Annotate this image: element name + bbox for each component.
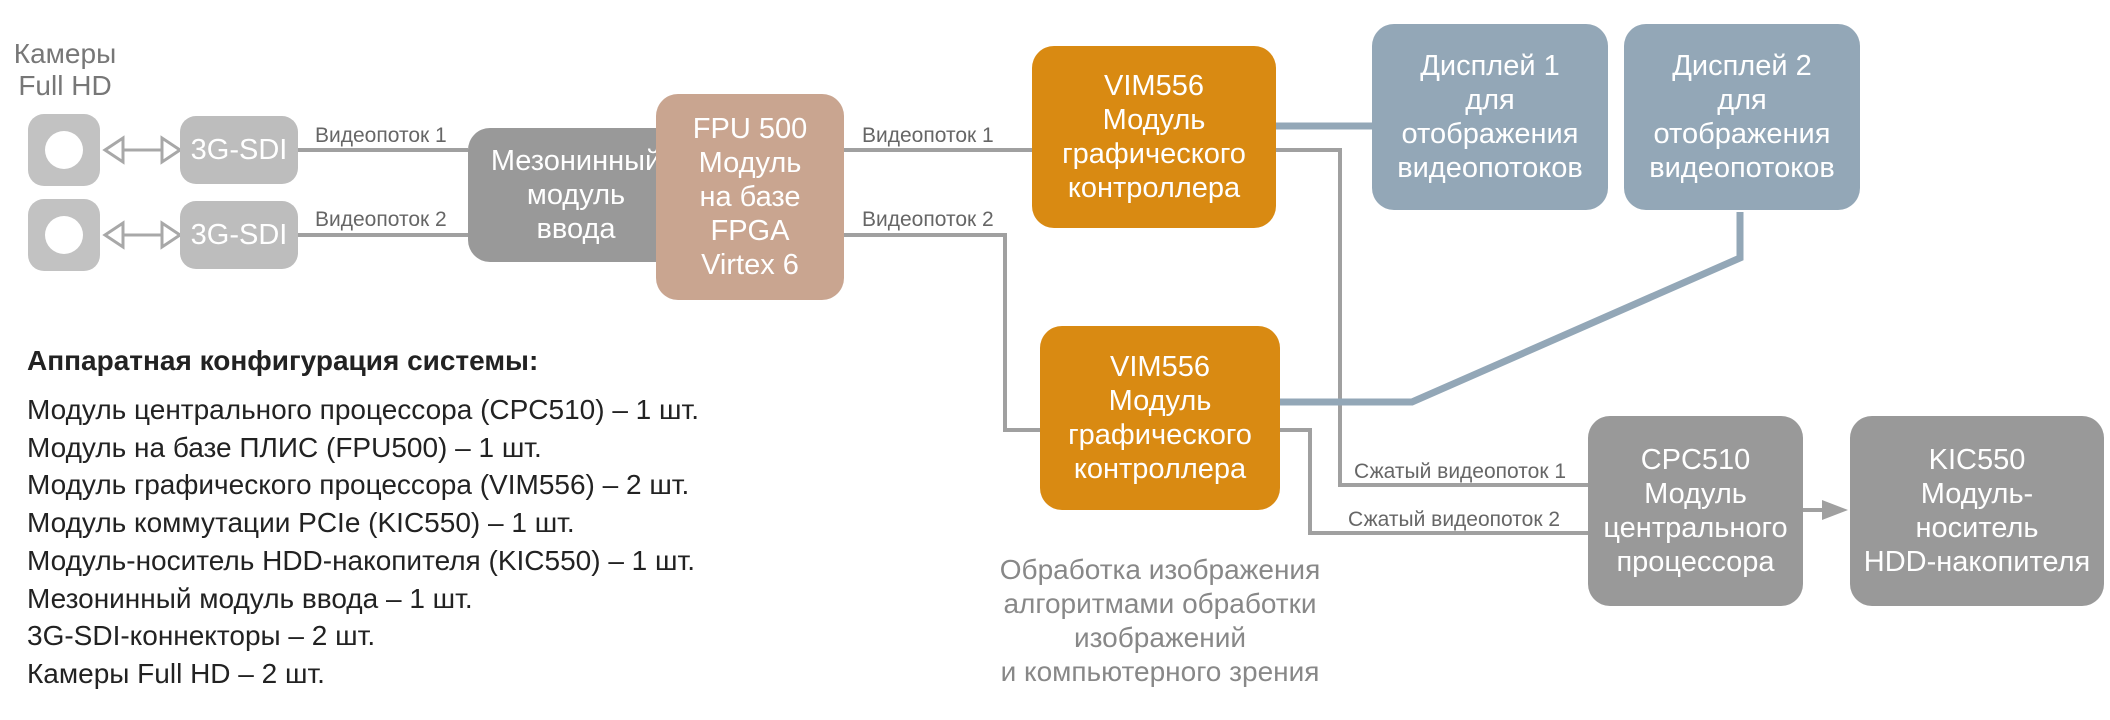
fpu-video-stream-1-label: Видеопоток 1 bbox=[862, 124, 994, 147]
config-item: Модуль центрального процессора (CPC510) … bbox=[27, 394, 699, 425]
config-item: Модуль на базе ПЛИС (FPU500) – 1 шт. bbox=[27, 431, 542, 463]
arrow-cpc-kic bbox=[1822, 500, 1848, 520]
compressed-stream-1-label: Сжатый видеопоток 1 bbox=[1354, 460, 1567, 483]
compressed-stream-2-label: Сжатый видеопоток 2 bbox=[1348, 508, 1561, 531]
hardware-config-list: Модуль центрального процессора (CPC510) … bbox=[27, 391, 699, 693]
mezzanine-input-module: Мезонинный модуль ввода bbox=[468, 128, 684, 262]
camera1-arrow bbox=[102, 135, 183, 165]
wire-fpu-vim-bottom bbox=[844, 233, 1040, 432]
video-stream-2-label: Видеопоток 2 bbox=[315, 208, 447, 231]
cpc510-module: CPC510 Модуль центрального процессора bbox=[1588, 416, 1803, 606]
hardware-config-title: Аппаратная конфигурация системы: bbox=[27, 345, 539, 376]
display-1: Дисплей 1 для отображения видеопотоков bbox=[1372, 24, 1608, 210]
config-item: Мезонинный модуль ввода – 1 шт. bbox=[27, 582, 473, 614]
fpu500-module: FPU 500 Модуль на базе FPGA Virtex 6 bbox=[656, 94, 844, 300]
config-item: Модуль коммутации PCIe (KIC550) – 1 шт. bbox=[27, 507, 575, 539]
config-item: Модуль графического процессора (VIM556) … bbox=[27, 469, 690, 501]
kic550-module: KIC550 Модуль- носитель HDD-накопителя bbox=[1850, 416, 2104, 606]
wire-vim-top-cpc bbox=[1276, 148, 1588, 487]
link-vim-bottom-display2 bbox=[1280, 212, 1744, 406]
video-stream-1-label: Видеопоток 1 bbox=[315, 124, 447, 147]
vim556-top-module: VIM556 Модуль графического контроллера bbox=[1032, 46, 1276, 228]
config-item: 3G-SDI-коннекторы – 2 шт. bbox=[27, 620, 376, 652]
hardware-config: Аппаратная конфигурация системы: Модуль … bbox=[27, 345, 699, 693]
sdi-connector-1: 3G-SDI bbox=[180, 116, 298, 184]
vim556-bottom-module: VIM556 Модуль графического контроллера bbox=[1040, 326, 1280, 510]
display-2: Дисплей 2 для отображения видеопотоков bbox=[1624, 24, 1860, 210]
fpu-video-stream-2-label: Видеопоток 2 bbox=[862, 208, 994, 231]
wire-vim-bottom-cpc bbox=[1280, 428, 1588, 535]
processing-note: Обработка изображения алгоритмами обрабо… bbox=[999, 554, 1321, 687]
cameras-title: Камеры Full HD bbox=[13, 38, 117, 101]
camera-1-icon bbox=[28, 114, 100, 186]
sdi-connector-2: 3G-SDI bbox=[180, 201, 298, 269]
config-item: Камеры Full HD – 2 шт. bbox=[27, 657, 325, 689]
config-item: Модуль-носитель HDD-накопителя (KIC550) … bbox=[27, 544, 695, 576]
camera-2-icon bbox=[28, 199, 100, 271]
camera2-arrow bbox=[102, 220, 183, 250]
